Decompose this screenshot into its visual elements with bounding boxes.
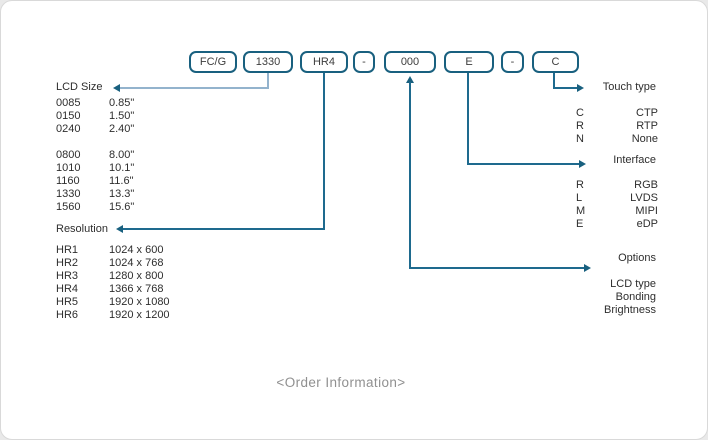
connector-touch-horizontal — [553, 87, 577, 89]
part-segment-options: 000 — [384, 51, 436, 73]
connector-resolution-vertical — [323, 73, 325, 230]
resolution-title: Resolution — [56, 223, 108, 235]
connector-size-horizontal — [120, 87, 269, 89]
connector-touch-vertical — [553, 73, 555, 89]
part-segment-touch: C — [532, 51, 579, 73]
list-item: Bonding — [615, 291, 656, 303]
arrow-right-icon — [584, 264, 591, 272]
arrow-left-icon — [113, 84, 120, 92]
arrow-left-icon — [116, 225, 123, 233]
part-segment-dash-1: - — [353, 51, 375, 73]
connector-options-horizontal — [409, 267, 584, 269]
arrow-right-icon — [579, 160, 586, 168]
options-title: Options — [618, 252, 656, 264]
lcd-size-title: LCD Size — [56, 81, 103, 93]
connector-resolution-horizontal — [123, 228, 325, 230]
part-segment-dash-2: - — [501, 51, 524, 73]
part-segment-size: 1330 — [243, 51, 293, 73]
part-segment-interface: E — [444, 51, 494, 73]
connector-interface-vertical — [467, 73, 469, 165]
connector-interface-horizontal — [467, 163, 579, 165]
options-list: LCD type Bonding Brightness — [604, 278, 656, 317]
connector-size-vertical — [267, 73, 269, 89]
touch-type-title: Touch type — [602, 81, 656, 93]
list-item: Brightness — [604, 304, 656, 316]
diagram-caption: <Order Information> — [276, 375, 406, 390]
arrow-up-icon — [406, 76, 414, 83]
arrow-right-icon — [577, 84, 584, 92]
connector-options-vertical — [409, 82, 411, 269]
group-gap — [56, 136, 134, 149]
interface-title: Interface — [613, 154, 656, 166]
list-item: LCD type — [610, 278, 656, 290]
part-segment-resolution: HR4 — [300, 51, 348, 73]
part-segment-series: FC/G — [189, 51, 237, 73]
